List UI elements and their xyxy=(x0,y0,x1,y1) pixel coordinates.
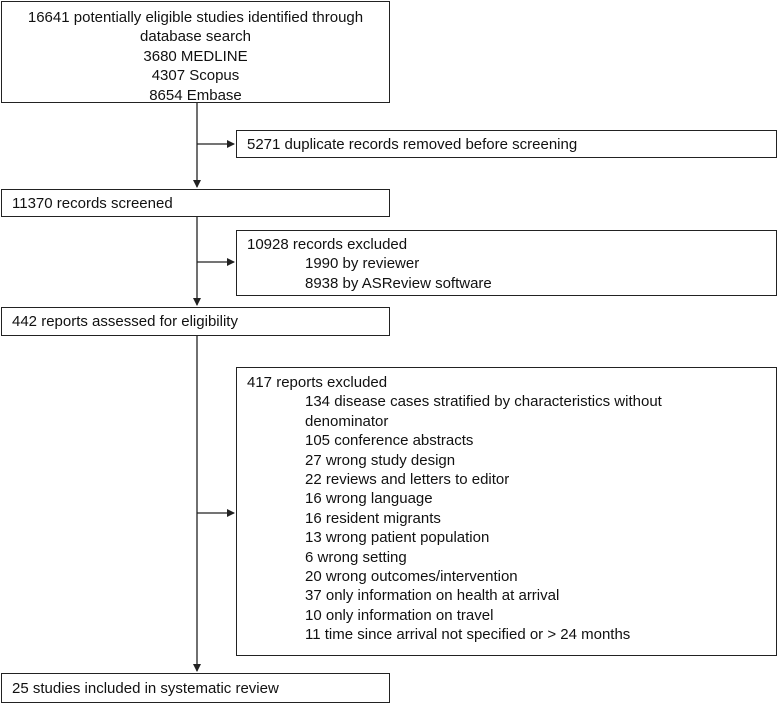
reports-excluded-item: 10 only information on travel xyxy=(305,606,494,624)
records-excluded-header: 10928 records excluded xyxy=(247,236,408,253)
reports-assessed-box: 442 reports assessed for eligibility xyxy=(1,307,390,336)
reports-excluded-item: 105 conference abstracts xyxy=(305,432,474,450)
identification-box: 16641 potentially eligible studies ident… xyxy=(1,1,390,104)
duplicates-text: 5271 duplicate records removed before sc… xyxy=(247,136,578,153)
identified-line-embase: 8654 Embase xyxy=(149,86,242,104)
reports-excluded-item: 6 wrong setting xyxy=(305,548,407,566)
records-screened-box: 11370 records screened xyxy=(1,189,390,217)
reports-excluded-item: 20 wrong outcomes/intervention xyxy=(305,568,518,586)
records-excluded-item: 1990 by reviewer xyxy=(305,255,420,273)
identified-line-medline: 3680 MEDLINE xyxy=(143,47,248,65)
reports-excluded-item: 11 time since arrival not specified or >… xyxy=(305,626,631,644)
duplicates-removed-box: 5271 duplicate records removed before sc… xyxy=(236,130,777,158)
reports-excluded-item: 16 wrong language xyxy=(305,490,433,508)
identified-line-scopus: 4307 Scopus xyxy=(151,67,240,85)
records-excluded-box: 10928 records excluded 1990 by reviewer … xyxy=(236,230,777,296)
screened-text: 11370 records screened xyxy=(12,195,173,212)
records-excluded-item: 8938 by ASReview software xyxy=(305,274,492,292)
reports-excluded-header: 417 reports excluded xyxy=(247,374,388,391)
studies-included-box: 25 studies included in systematic review xyxy=(1,673,390,703)
identified-line: 16641 potentially eligible studies ident… xyxy=(27,9,364,26)
reports-excluded-item: 37 only information on health at arrival xyxy=(305,587,560,605)
included-text: 25 studies included in systematic review xyxy=(12,680,279,697)
reports-excluded-item: 134 disease cases stratified by characte… xyxy=(305,393,662,430)
reports-excluded-item: 22 reviews and letters to editor xyxy=(305,471,510,489)
reports-excluded-box: 417 reports excluded 134 disease cases s… xyxy=(236,367,777,656)
identified-line: database search xyxy=(140,28,251,46)
reports-excluded-item: 13 wrong patient population xyxy=(305,529,490,547)
reports-excluded-item: 16 resident migrants xyxy=(305,509,441,527)
reports-excluded-item: 27 wrong study design xyxy=(305,451,456,469)
assessed-text: 442 reports assessed for eligibility xyxy=(12,313,238,330)
